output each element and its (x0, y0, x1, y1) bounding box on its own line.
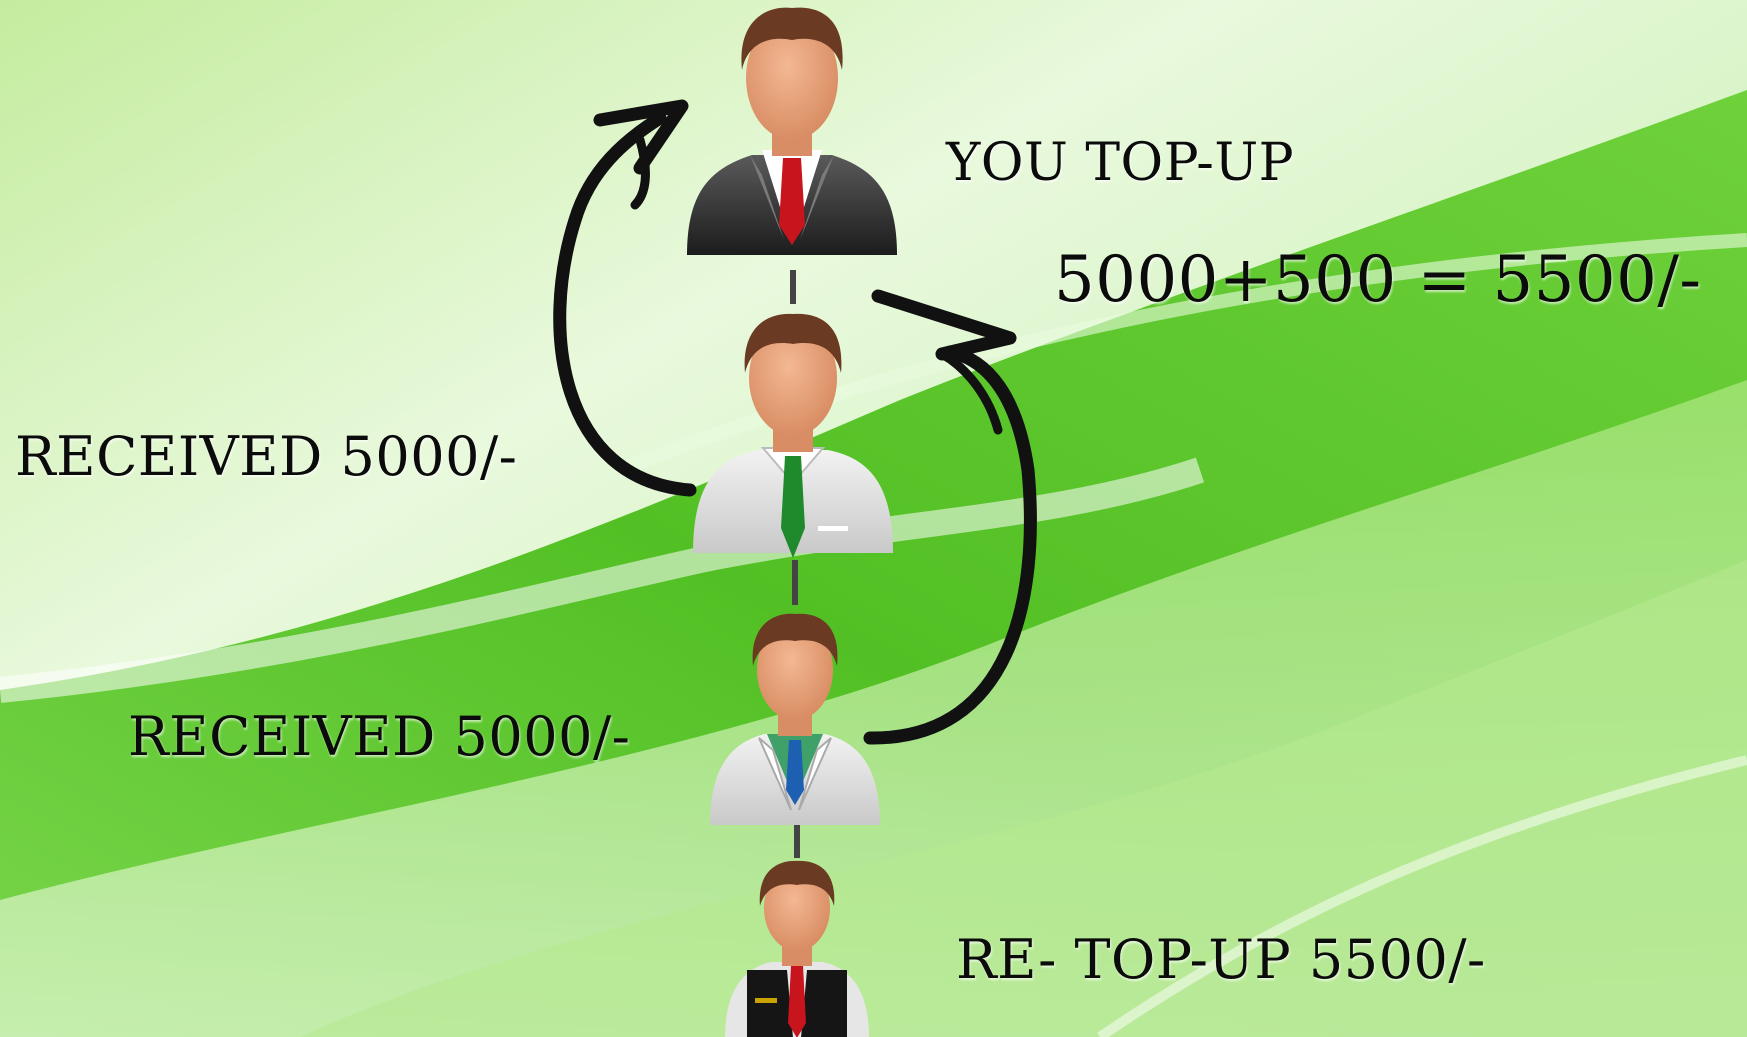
re-top-up-label: RE- TOP-UP 5500/- (956, 928, 1486, 991)
you-top-up-label: YOU TOP-UP (946, 133, 1295, 193)
top-person-icon (687, 7, 897, 255)
third-person-icon (710, 613, 880, 825)
bottom-person-icon (725, 860, 869, 1037)
connector-lines (790, 270, 800, 858)
formula-label: 5000+500 = 5500/- (1054, 243, 1702, 317)
arrow-third-to-top (863, 289, 1037, 745)
second-person-icon (693, 313, 893, 558)
arrow-second-to-top (553, 99, 697, 497)
received-label-2: RECEIVED 5000/- (128, 705, 631, 768)
received-label-1: RECEIVED 5000/- (15, 425, 518, 488)
